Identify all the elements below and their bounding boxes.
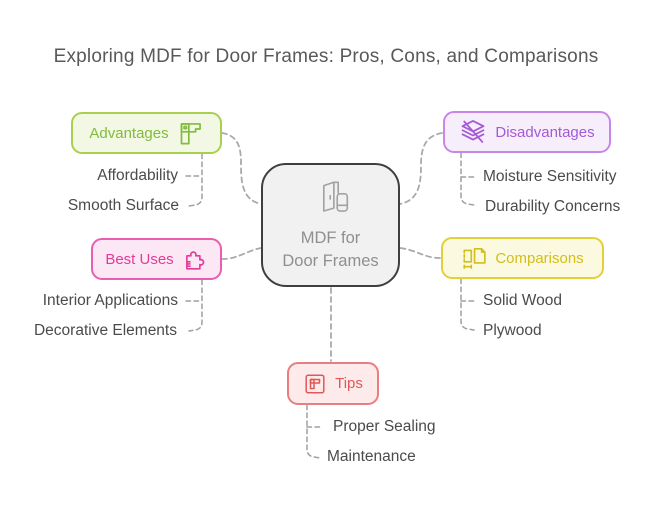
leaf-affordability: Affordability (97, 167, 178, 184)
leaf-plywood: Plywood (483, 322, 542, 339)
center-node-mdf-door-frames: MDF for Door Frames (261, 163, 400, 287)
puzzle-icon (185, 251, 204, 270)
leaf-moisture-sensitivity: Moisture Sensitivity (483, 168, 617, 185)
node-best-uses: Best Uses (91, 238, 222, 280)
connector-tips-items (306, 404, 321, 459)
framed-corner-icon (305, 373, 325, 394)
connector-bestuses-items (188, 279, 203, 332)
open-door-icon (322, 181, 348, 212)
layers-off-icon (462, 120, 485, 143)
leaf-smooth-surface: Smooth Surface (67, 197, 179, 214)
leaf-maintenance: Maintenance (327, 448, 416, 465)
frame-corner-icon (180, 122, 201, 144)
node-disadvantages: Disadvantages (443, 111, 611, 153)
node-advantages: Advantages (71, 112, 222, 154)
connector-advantages-items (188, 153, 203, 207)
node-comparisons-label: Comparisons (495, 249, 584, 267)
leaf-durability-concerns: Durability Concerns (485, 198, 621, 215)
connector-comparisons-center (399, 247, 441, 259)
leaf-solid-wood: Solid Wood (483, 292, 562, 309)
connector-advantages-center (221, 132, 262, 205)
node-tips-label: Tips (335, 375, 363, 392)
center-node-label: MDF for Door Frames (282, 229, 379, 270)
leaf-proper-sealing: Proper Sealing (333, 418, 436, 435)
node-tips: Tips (287, 362, 379, 405)
node-comparisons: Comparisons (441, 237, 604, 279)
node-disadvantages-label: Disadvantages (495, 123, 595, 141)
connector-disadvantages-items (460, 152, 475, 206)
node-best-uses-label: Best Uses (105, 250, 174, 268)
leaf-decorative-elements: Decorative Elements (33, 322, 177, 339)
connector-bestuses-center (221, 247, 262, 260)
compare-panels-icon (463, 247, 486, 269)
connector-disadvantages-center (399, 132, 443, 205)
connector-comparisons-items (460, 278, 475, 331)
leaf-interior-applications: Interior Applications (42, 292, 178, 309)
node-advantages-label: Advantages (89, 124, 169, 142)
page-title: Exploring MDF for Door Frames: Pros, Con… (53, 46, 599, 67)
